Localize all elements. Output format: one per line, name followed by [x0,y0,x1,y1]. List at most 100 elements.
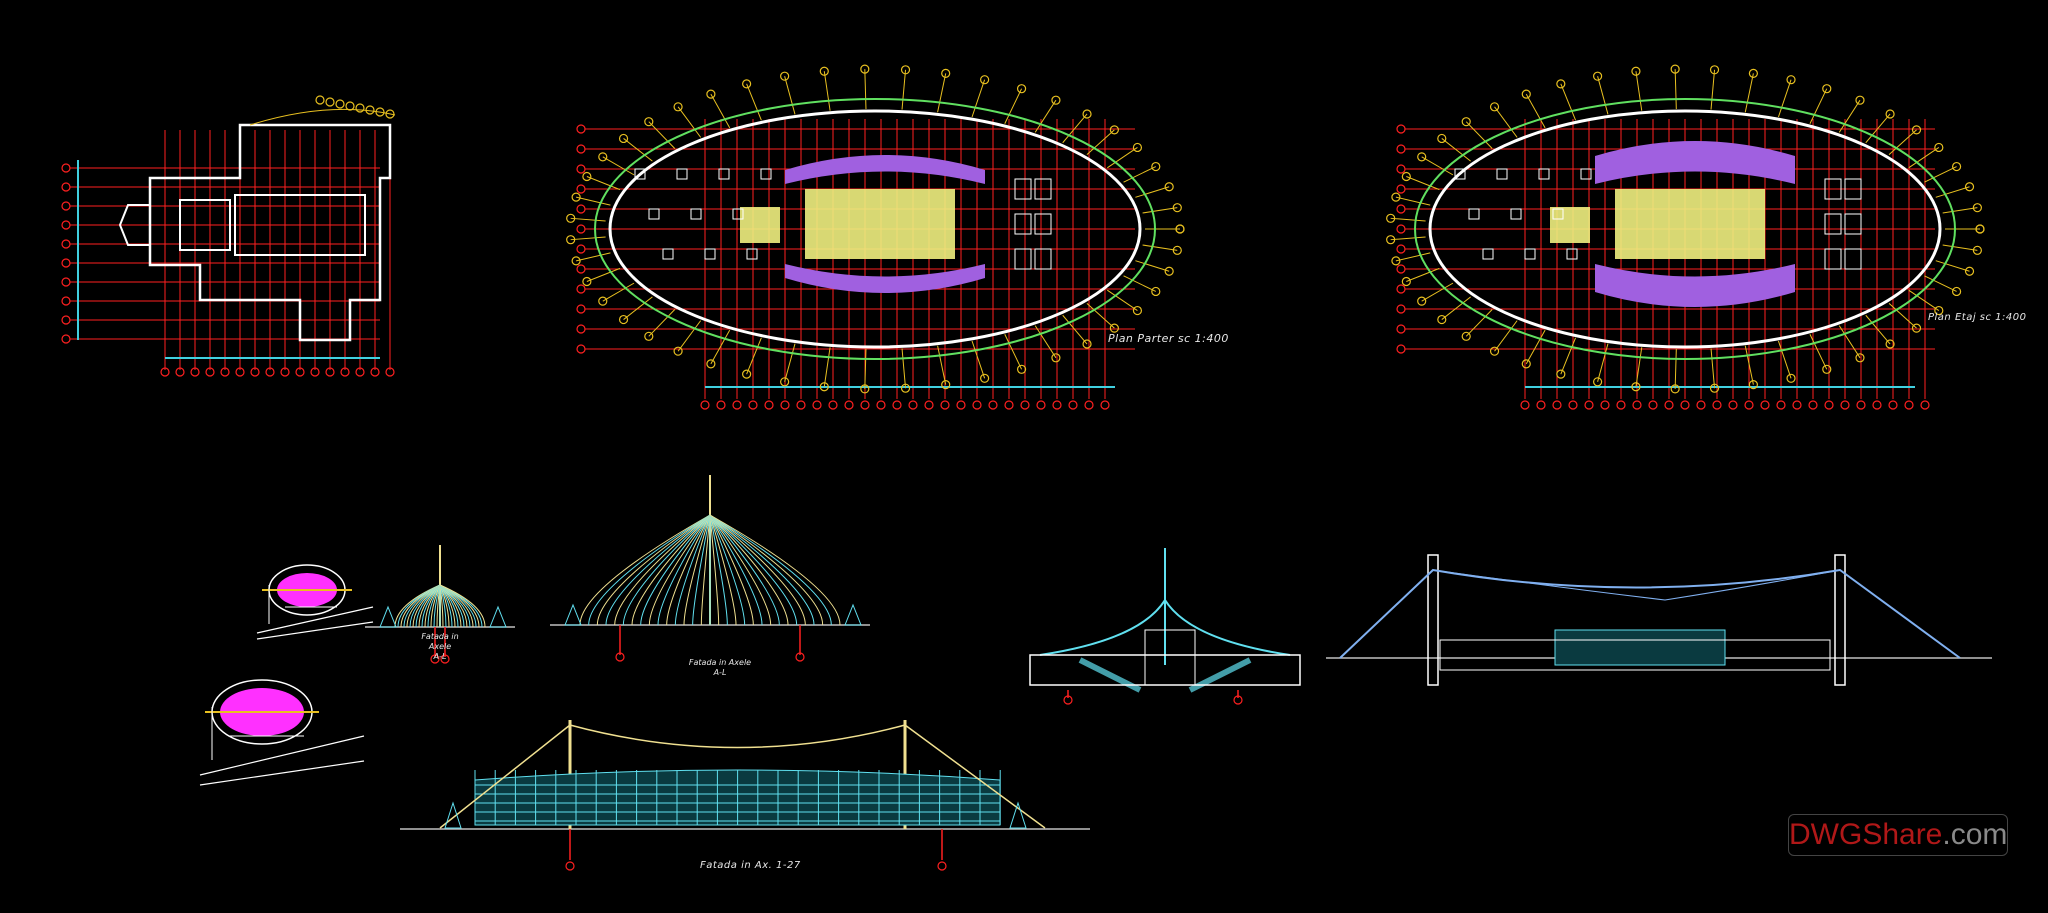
room [746,248,758,260]
axis-bubble [571,256,581,266]
axis-bubble [1151,286,1161,297]
axis-bubble [972,400,982,410]
radial-axis [1004,334,1023,370]
axis-bubble [576,344,586,354]
radial-axis [937,73,947,113]
axis-bubble [1391,256,1401,266]
axis-bubble [61,239,71,249]
room [1538,168,1550,180]
radial-axis [602,282,635,302]
facade-long [400,720,1090,871]
room [1844,213,1862,235]
axis-bubble [819,66,829,76]
axis-bubble [876,400,886,410]
axis-bubble [1972,203,1982,213]
axis-bubble [673,102,683,112]
axis-bubble [1068,400,1078,410]
axis-bubble [1632,400,1642,410]
room [718,168,730,180]
radial-axis [623,138,653,162]
radial-axis [746,337,762,375]
axis-bubble [598,296,608,306]
axis-bubble [1396,284,1406,294]
roof-edge-outline [594,98,1156,360]
axis-bubble [190,367,200,377]
caption-sub: A-L [713,668,727,677]
radial-axis [1395,196,1431,206]
axis-bubble [618,133,629,144]
axis-bubble [742,79,752,89]
radial-axis [1062,314,1088,345]
radial-axis [1421,282,1454,302]
tree [489,605,507,628]
radial-axis [1086,302,1115,329]
site-boundary [211,707,304,760]
radial-axis [1710,348,1716,389]
axis-bubble [1004,400,1014,410]
axis-bubble [819,382,829,392]
axis-bubble [61,277,71,287]
road [256,606,374,640]
pylon-right [1834,554,1846,686]
axis-bubble [1082,109,1092,119]
axis-bubble [1934,142,1944,153]
axis-bubble [796,400,806,410]
roof-cable [709,514,832,626]
axis-bubble [1709,65,1720,75]
axis-bubble [716,400,726,410]
axis-bubble [1396,324,1406,334]
roof-cable [596,514,711,626]
axis-bubble [780,71,790,81]
axis-bubble [1856,400,1866,410]
training-field [740,207,780,243]
axis-bubble [1808,400,1818,410]
radial-axis [1406,267,1440,282]
radial-axis [1838,99,1861,133]
roof-cable [709,514,746,626]
plan-upper-floor [1386,64,1985,410]
roof-cable [605,514,711,626]
axis-bubble [1786,373,1796,383]
radial-axis [1635,71,1643,111]
axis-bubble [576,264,586,274]
axis-bubble [576,144,586,154]
radial-axis [784,343,796,382]
room [662,248,674,260]
axis-bubble [1396,144,1406,154]
scoreboard-frame [1144,629,1196,686]
axis-bubble [1888,400,1898,410]
axis-bubble [1670,64,1680,74]
axis-bubble [618,314,629,325]
axis-bubble [1396,124,1406,134]
axis-bubble [1911,125,1922,135]
roof-cable [709,514,772,626]
radial-axis [864,69,867,110]
radial-axis [1465,121,1493,149]
axis-bubble [1664,400,1674,410]
radial-axis [864,348,867,389]
room [676,168,688,180]
caption-text: Fatada in Axele [688,658,752,667]
radial-axis [1421,156,1454,176]
roof-cable [614,514,711,626]
radial-axis [1142,207,1178,214]
site-plan-large [199,679,365,786]
watermark-dwg: DWGShare [1789,818,1943,851]
suspension-cable [439,724,1046,829]
facade-small [365,545,515,664]
axis-bubble [732,400,742,410]
radial-axis [1390,236,1426,241]
roof-cable [709,514,841,626]
axis-bubble [900,65,911,75]
radial-axis [1135,186,1170,198]
radial-axis [1142,244,1178,251]
radial-axis [1924,275,1957,292]
axis-bubble [860,384,870,394]
radial-axis [937,345,947,385]
roof-cable [666,514,711,626]
axis-bubble [1417,296,1427,306]
axis-bubble [1975,224,1985,234]
axis-bubble [340,367,350,377]
